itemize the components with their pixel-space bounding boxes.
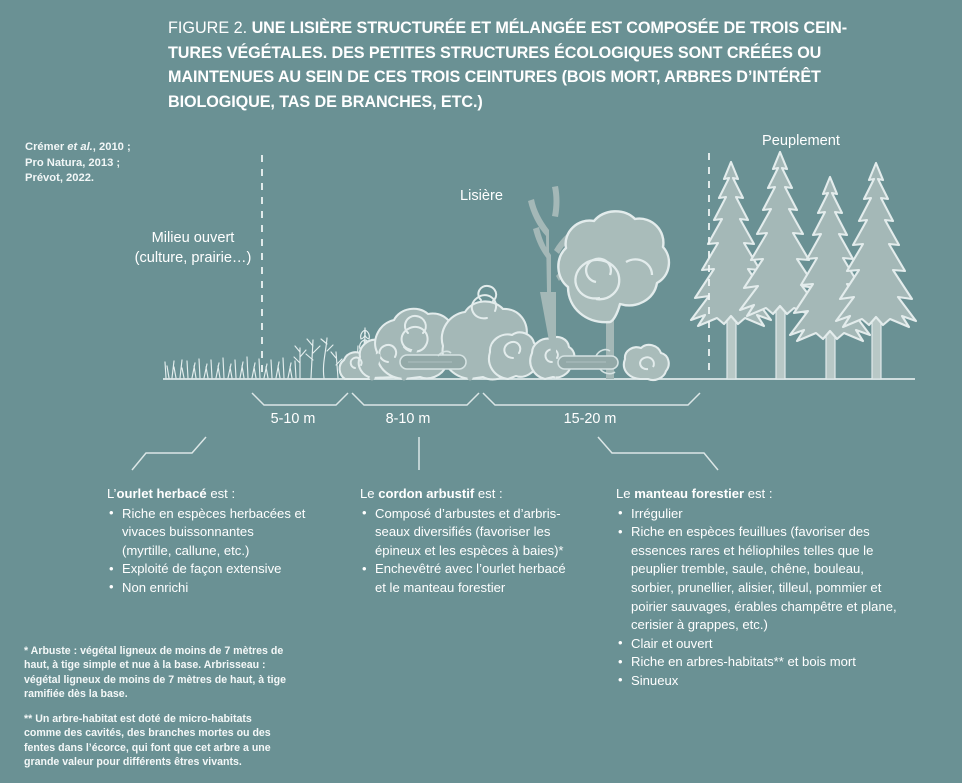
figure-title-block: FIGURE 2. UNE LISIÈRE STRUCTURÉE ET MÉLA… (168, 16, 928, 114)
conifer-tree-icon-4 (834, 161, 918, 380)
measure-label-cordon: 8-10 m (385, 411, 431, 427)
figure-title-line-3: MAINTENUES AU SEIN DE CES TROIS CEINTURE… (168, 68, 821, 86)
list-item: Exploité de façon extensive (107, 560, 337, 579)
citation-line-2: Pro Natura, 2013 ; (25, 156, 121, 169)
leader-lines (131, 436, 719, 471)
leader-manteau (597, 436, 719, 471)
figure-title-line-1: FIGURE 2. UNE LISIÈRE STRUCTURÉE ET MÉLA… (168, 16, 928, 41)
conifer-tree-icon-1 (689, 160, 773, 380)
list-item: Sinueux (616, 671, 946, 691)
list-item: Composé d’arbustes et d’arbris- seaux di… (360, 504, 598, 561)
footnote-arbuste: * Arbuste : végétal ligneux de moins de … (24, 645, 286, 701)
figure-title-text-1: UNE LISIÈRE STRUCTURÉE ET MÉLANGÉE EST C… (251, 19, 848, 37)
bracket-manteau (482, 392, 701, 406)
manteau-bullet-list: Irrégulier Riche en espèces feuillues (f… (616, 504, 946, 691)
measure-label-ourlet: 5-10 m (270, 411, 316, 427)
list-item: Irrégulier (616, 504, 946, 524)
bracket-ourlet (251, 392, 349, 406)
list-item: Enchevêtré avec l’ourlet herbacé et le m… (360, 560, 598, 597)
branch-pile-icon (622, 343, 670, 382)
scene-label-milieu-line2: (culture, prairie…) (134, 250, 252, 266)
column-heading-cordon: Le cordon arbustif est : (360, 486, 503, 501)
figure-number-label: FIGURE 2. (168, 19, 248, 37)
deciduous-tree-icon (557, 210, 671, 379)
cordon-bullet-list: Composé d’arbustes et d’arbris- seaux di… (360, 504, 598, 598)
bracket-cordon (351, 392, 480, 406)
conifer-tree-icon-3 (788, 175, 872, 380)
shrub-stem (369, 327, 482, 381)
scene-label-peuplement: Peuplement (762, 133, 840, 149)
list-item: Riche en arbres-habitats** et bois mort (616, 653, 946, 672)
source-citation: Crémer et al., 2010 ; Pro Natura, 2013 ;… (25, 140, 131, 187)
dead-standing-tree-icon (528, 186, 587, 379)
leader-ourlet (131, 436, 207, 471)
column-heading-ourlet: L’ourlet herbacé est : (107, 486, 236, 501)
column-heading-manteau: Le manteau forestier est : (616, 486, 773, 501)
measurement-brackets (251, 392, 701, 406)
citation-line-1: Crémer et al., 2010 ; (25, 141, 131, 153)
conifer-tree-icon-2 (738, 150, 822, 380)
figure-title-line-4: BIOLOGIQUE, TAS DE BRANCHES, ETC.) (168, 92, 483, 111)
description-cordon-arbustif: Le cordon arbustif est : Composé d’arbus… (360, 485, 598, 598)
scene-label-milieu-ouvert: Milieu ouvert (culture, prairie…) (118, 228, 268, 268)
shrub-cluster-icon (338, 300, 576, 381)
dead-log-icon-2 (557, 348, 619, 375)
footnote-arbre-habitat: ** Un arbre-habitat est doté de micro-ha… (24, 713, 271, 769)
list-item: Clair et ouvert (616, 634, 946, 654)
scene-label-milieu-line1: Milieu ouvert (151, 230, 235, 246)
list-item: Non enrichi (107, 578, 337, 598)
list-item: Riche en espèces feuillues (favoriser de… (616, 523, 946, 635)
grass-tuft-icon (164, 356, 297, 379)
description-ourlet-herbace: L’ourlet herbacé est : Riche en espèces … (107, 485, 337, 598)
ourlet-bullet-list: Riche en espèces herbacées et vivaces bu… (107, 504, 337, 598)
wildflower-icon (293, 327, 381, 379)
description-manteau-forestier: Le manteau forestier est : Irrégulier Ri… (616, 485, 946, 691)
dead-log-icon (399, 350, 467, 370)
measure-label-manteau: 15-20 m (563, 411, 617, 427)
list-item: Riche en espèces herbacées et vivaces bu… (107, 504, 337, 561)
citation-line-3: Prévot, 2022. (25, 172, 95, 185)
shrub-swirl-detail (349, 284, 559, 369)
scene-label-lisiere: Lisière (460, 188, 503, 204)
figure-title-line-2: TURES VÉGÉTALES. DES PETITES STRUCTURES … (168, 43, 822, 62)
